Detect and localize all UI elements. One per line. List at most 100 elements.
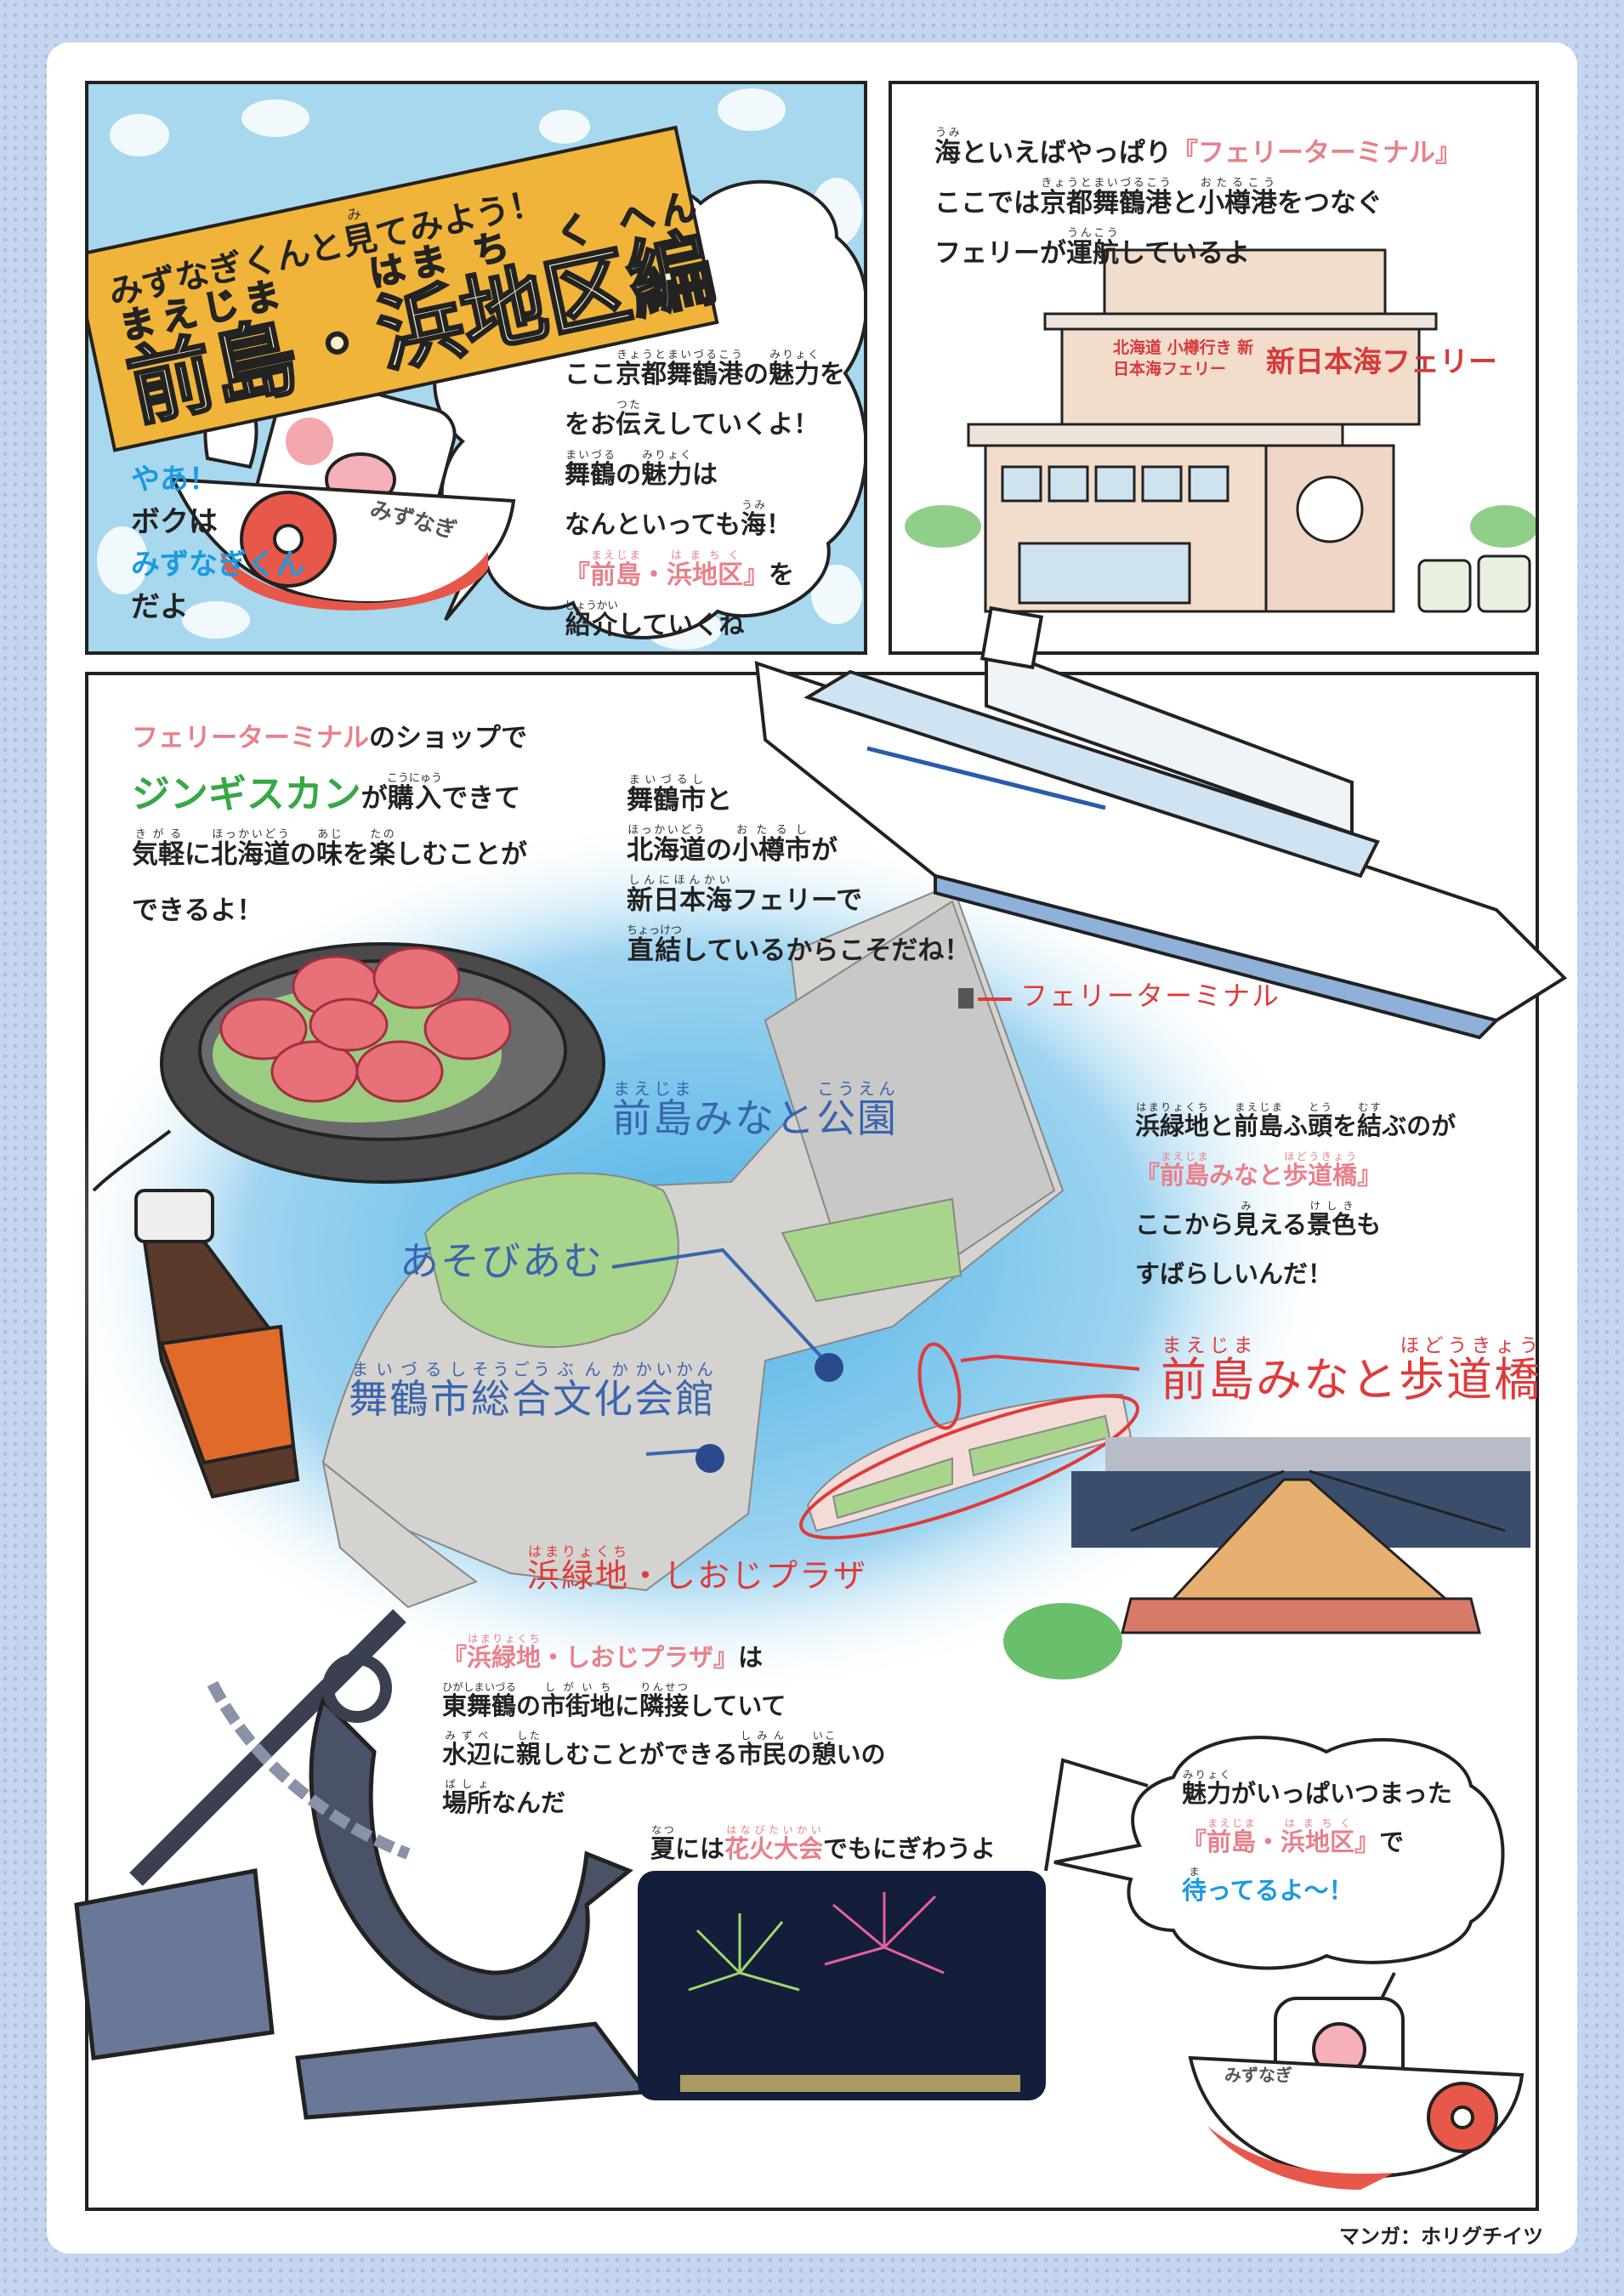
furigana: おたるし <box>732 824 811 837</box>
text-segment: 小樽市おたるし <box>732 824 811 866</box>
text-segment: 歩道橋ほどうきょう <box>1399 1335 1542 1407</box>
map-label-culture-hall: 舞鶴市まいづるし総合そうごう文化ぶんか会館かいかん <box>349 1361 716 1418</box>
terminal-building-illustration <box>905 248 1536 613</box>
mascot-mizunagi <box>170 338 516 611</box>
furigana: はまちく <box>667 548 743 561</box>
text-line: 舞鶴市まいづるしと <box>627 774 970 824</box>
text-segment: 京都舞鶴港きょうとまいづるこう <box>616 348 743 389</box>
text-segment: と <box>1209 1111 1235 1140</box>
furigana: ばしょ <box>442 1778 492 1790</box>
text-line: 『浜緑地はまりょくち・しおじプラザ』は <box>442 1633 886 1681</box>
furigana: まえじま <box>612 1079 694 1099</box>
furigana: みりょく <box>769 348 820 361</box>
text-segment: えしていくよ！ <box>641 410 820 440</box>
furigana: はまちく <box>1280 1817 1355 1829</box>
text-line: 魅力みりょくがいっぱいつまった <box>1182 1769 1452 1817</box>
map-label-bridge: 前島まえじまみなと歩道橋ほどうきょう <box>1161 1335 1542 1403</box>
bridge-text: 浜緑地はまりょくちと前島まえじまふ頭とうを結むすぶのが『前島まえじまみなと歩道橋… <box>1135 1101 1456 1299</box>
text-segment: の <box>706 835 732 866</box>
text-line: 東舞鶴ひがしまいづるの市街地しがいちに隣接りんせつしていて <box>442 1681 886 1730</box>
text-segment: 紹介しょうかい <box>565 599 618 640</box>
furigana: なつ <box>650 1824 675 1836</box>
text-segment: を <box>343 839 369 870</box>
text-segment: しているよ <box>1119 238 1251 269</box>
text-segment: 公園こうえん <box>816 1079 898 1141</box>
text-segment: 魅力みりょく <box>1182 1769 1232 1808</box>
furigana: はまりょくち <box>527 1543 629 1560</box>
furigana: こうにゅう <box>386 772 442 785</box>
highlight-text: ・しおじプラザ <box>541 1643 714 1672</box>
text-segment: の <box>290 839 316 870</box>
text-segment: に <box>491 1740 517 1769</box>
text-line: 新日本海しんにほんかいフェリーで <box>627 874 970 924</box>
text-segment: は <box>692 460 718 490</box>
text-segment: 前島まえじま <box>1161 1335 1256 1407</box>
furigana: ほどうきょう <box>1399 1335 1542 1357</box>
text-segment: 結むす <box>1357 1101 1383 1140</box>
text-segment: していくね <box>617 611 745 640</box>
furigana: きょうとまいづるこう <box>616 348 743 361</box>
text-segment: える <box>1258 1210 1308 1239</box>
furigana: ほっかいどう <box>627 824 706 837</box>
text-segment: と <box>1172 188 1198 219</box>
furigana: みりょく <box>1182 1769 1231 1781</box>
furigana: きょうとまいづるこう <box>1040 177 1172 190</box>
highlight-text: 花火大会はなびたいかい <box>724 1824 824 1863</box>
highlight-text: 』 <box>743 560 769 590</box>
text-line: 待まってるよ〜！ <box>1182 1866 1452 1914</box>
furigana: たの <box>369 828 395 841</box>
text-line: 浜緑地はまりょくちと前島まえじまふ頭とうを結むすぶのが <box>1135 1101 1456 1151</box>
furigana: うみ <box>934 127 961 139</box>
highlight-text: 』 <box>1357 1161 1383 1190</box>
intro-bubble-text: ここ京都舞鶴港きょうとまいづるこうの魅力みりょくををお伝つたえしていくよ！舞鶴ま… <box>565 348 845 649</box>
highlight-text: 浜地区はまちく <box>667 548 743 590</box>
sign-large: 新日本海フェリー <box>1266 345 1497 379</box>
furigana: ま <box>1182 1866 1207 1878</box>
text-segment: の <box>516 1691 542 1720</box>
text-segment: のショップで <box>369 723 527 753</box>
text-line: ここ京都舞鶴港きょうとまいづるこうの魅力みりょくを <box>565 348 845 398</box>
map-label-asobiamu: あそびあむ <box>400 1242 604 1281</box>
text-segment: 前島まえじま <box>1234 1101 1284 1140</box>
highlight-text: 『 <box>565 560 590 590</box>
text-line: ボクは <box>131 501 305 543</box>
text-line: すばらしいんだ！ <box>1135 1249 1456 1299</box>
text-line: フェリーターミナルのショップで <box>132 710 527 766</box>
furigana: みりょく <box>641 448 692 461</box>
text-line: だよ <box>131 586 305 628</box>
text-line: 直結ちょっけつしているからこそだね！ <box>627 924 970 975</box>
text-segment: 文化ぶんか <box>553 1360 634 1422</box>
text-segment: 場所ばしょ <box>442 1778 492 1817</box>
text-segment: 舞鶴市まいづるし <box>627 774 706 816</box>
text-segment: には <box>675 1834 725 1863</box>
furigana: ほっかいどう <box>211 828 290 841</box>
text-segment: の <box>743 360 769 389</box>
furigana: つた <box>616 398 641 411</box>
text-line: 気軽きがるに北海道ほっかいどうの味あじを楽たのしむことが <box>132 827 527 883</box>
furigana: しょうかい <box>565 599 618 611</box>
text-segment: 会館かいかん <box>634 1360 716 1422</box>
text-segment: 見み <box>1234 1200 1259 1239</box>
text-line: ジンギスカンが購入こうにゅうできて <box>132 766 527 827</box>
text-line: 舞鶴市まいづるし総合そうごう文化ぶんか会館かいかん <box>349 1361 716 1418</box>
furigana: まえじま <box>590 548 641 561</box>
text-segment: 新日本海しんにほんかい <box>627 874 732 916</box>
text-line: 場所ばしょなんだ <box>442 1778 886 1827</box>
highlight-text: 前島まえじま <box>1160 1151 1210 1190</box>
text-segment: 市街地しがいち <box>541 1681 616 1720</box>
text-segment: 前島まえじま <box>612 1079 694 1141</box>
shop-text: フェリーターミナルのショップでジンギスカンが購入こうにゅうできて気軽きがるに北海… <box>132 710 527 939</box>
text-segment: 親した <box>516 1730 542 1769</box>
furigana: しんにほんかい <box>627 874 732 887</box>
bubble-pattern <box>97 88 862 650</box>
text-segment: 東舞鶴ひがしまいづる <box>442 1681 517 1720</box>
highlight-text: やあ！ <box>131 463 218 497</box>
text-segment: ここから <box>1135 1210 1235 1239</box>
text-segment: 北海道ほっかいどう <box>211 828 290 870</box>
text-segment: すばらしいんだ！ <box>1135 1259 1333 1288</box>
text-segment: 舞鶴市まいづるし <box>349 1360 471 1422</box>
highlight-text: ジンギスカン <box>132 771 361 816</box>
ferry-terminal-intro-text: 海うみといえばやっぱり『フェリーターミナル』ここでは京都舞鶴港きょうとまいづるこ… <box>934 127 1462 277</box>
text-segment: みなと <box>694 1095 816 1141</box>
text-segment: ぶのが <box>1382 1111 1456 1140</box>
